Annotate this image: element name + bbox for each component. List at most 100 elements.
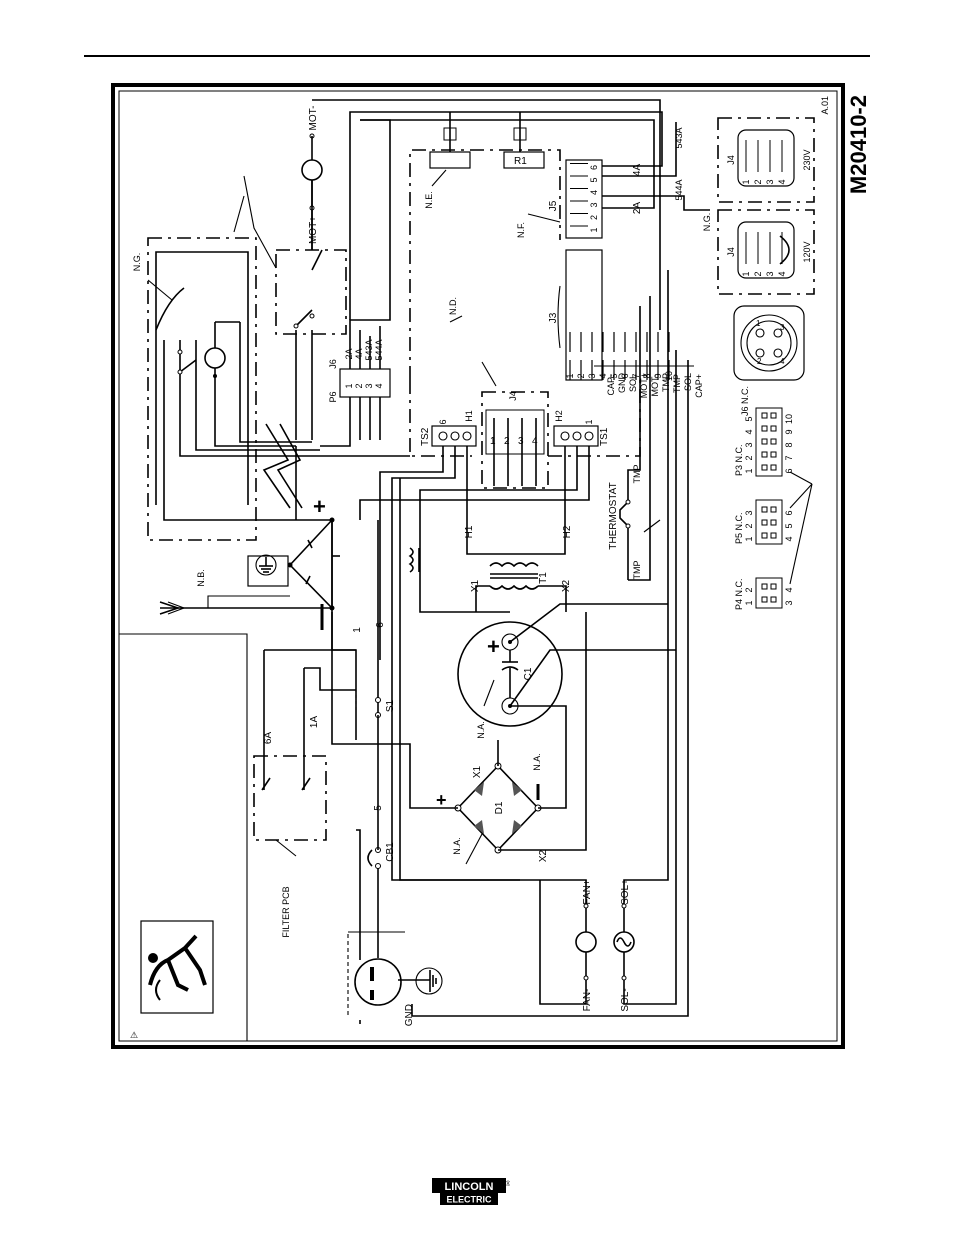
j4-230-pin: 1 [741,179,751,184]
gnd-return-wire [411,360,689,1017]
j3-signal-label: TMP [672,374,682,393]
p3-pin: 5 [744,416,754,421]
p3-pin: 4 [744,429,754,434]
motor-plus-label: MOT+ [308,216,319,244]
p3-pin: 7 [784,455,794,460]
p3-pin: 3 [744,442,754,447]
j3-signal-label: MOT- [650,374,660,397]
j3-connector [565,249,603,381]
transformer-label: T1 [538,572,549,584]
note-nf: N.F. [516,222,526,238]
motor [301,99,661,330]
electric-shock-icon [148,934,207,1001]
j4-230-pin: 3 [765,179,775,184]
j6-label: J6 N.C. [740,386,750,416]
j4-120-pin: 1 [741,271,751,276]
j3-signal-label: TMP [661,373,671,392]
p6-wire: 543A [364,339,374,360]
fan-plus-label: FAN+ [582,879,593,904]
rectifier-x1: X1 [472,765,483,778]
j6-pin: 3 [780,323,785,332]
tmp-label-b: TMP [632,465,642,484]
p6-wire: 2A [344,348,354,359]
note-ng-left: N.G. [132,253,142,272]
drawing-number: M20410-2 [846,95,871,194]
revision-label: A.01 [820,96,830,115]
ts2-terminal-strip [431,425,477,447]
p5-connector [755,499,783,545]
h2-lead-label: H2 [562,525,573,538]
circuit-breaker-cb1 [367,790,381,869]
j5-pin-number: 6 [589,165,599,170]
capacitor-plus: + [487,634,500,659]
warning-box [140,920,214,1014]
p6-wire: 544A [374,339,384,360]
p4-pin: 2 [744,587,754,592]
j5-connector [565,159,603,239]
filter-contacts [261,649,356,791]
cap-plus-lead [509,603,668,643]
j4-center-pin: 3 [518,436,524,447]
switch-label: S1 [385,699,396,712]
j4-120v-connector [717,209,815,295]
pot-label: R1 [514,156,527,167]
ts1-terminal-strip [553,425,599,447]
wire-1 [331,520,357,690]
nb-leader [207,595,290,608]
p3-pin: 2 [744,455,754,460]
p6-pins: 1 2 3 4 2A 4A 543A 544A [344,339,384,388]
control-board-outline [409,149,561,380]
j5-label: J5 [548,200,559,211]
j5-pin-number: 3 [589,202,599,207]
j3-signal-label: MOT+ [639,373,649,398]
fan-motor [399,478,597,1005]
p6-pin: 4 [374,383,384,388]
wire-plug-a [356,829,361,960]
filter-leader [275,839,297,857]
j4-120v-label: J4 [726,247,736,257]
ts1-label: TS1 [599,427,610,446]
p4-connector [755,577,783,609]
capacitor-c1 [457,621,563,727]
breaker-label: CB1 [385,842,396,862]
transformer-t1 [466,540,567,612]
p3-connector [755,407,783,477]
j6-label: J6 [328,359,338,369]
j3-pin-list: 12345678910CAP-GNDSOLMOT+MOT-TMPTMPSOLCA… [565,332,704,398]
capacitor-label: C1 [523,667,534,680]
rectifier-d1 [331,612,587,854]
caution-symbol: ⚠ [130,1030,138,1040]
wire-1a-label: 1A [309,716,320,729]
ts2-pin: H1 [464,410,474,422]
filter-pcb-label: FILTER PCB [281,886,291,937]
j6-pin: 2 [757,357,762,366]
filter-pcb-box [253,755,327,841]
logo-line1: LINCOLN [445,1181,494,1193]
logo-reg: ® [505,1180,510,1188]
x2-lead-label: X2 [561,579,572,592]
p6-pin: 1 [344,383,354,388]
p4-pin: 4 [784,587,794,592]
p3-pin: 8 [784,442,794,447]
diagram-inner-frame [118,90,838,1042]
p3-pin: 10 [784,414,794,424]
p3-pin: 9 [784,429,794,434]
p5-pin: 4 [784,536,794,541]
j4-center-box [481,391,549,489]
tmp-label-a: TMP [632,561,642,580]
j4-center-pin: 2 [504,436,510,447]
j4-center-pin: 1 [490,436,496,447]
j4-230v-label: J4 [726,155,736,165]
j3-signal-label: SOL [628,374,638,392]
choke-inductor [408,547,420,573]
p5-pin: 2 [744,523,754,528]
output-arrow [159,601,181,615]
j4-120-pin: 3 [765,271,775,276]
cap-minus-lead [509,649,676,707]
ts2-pin: 6 [438,419,448,424]
note-na-cap: N.A. [476,721,486,739]
j5-wiring [349,111,710,320]
